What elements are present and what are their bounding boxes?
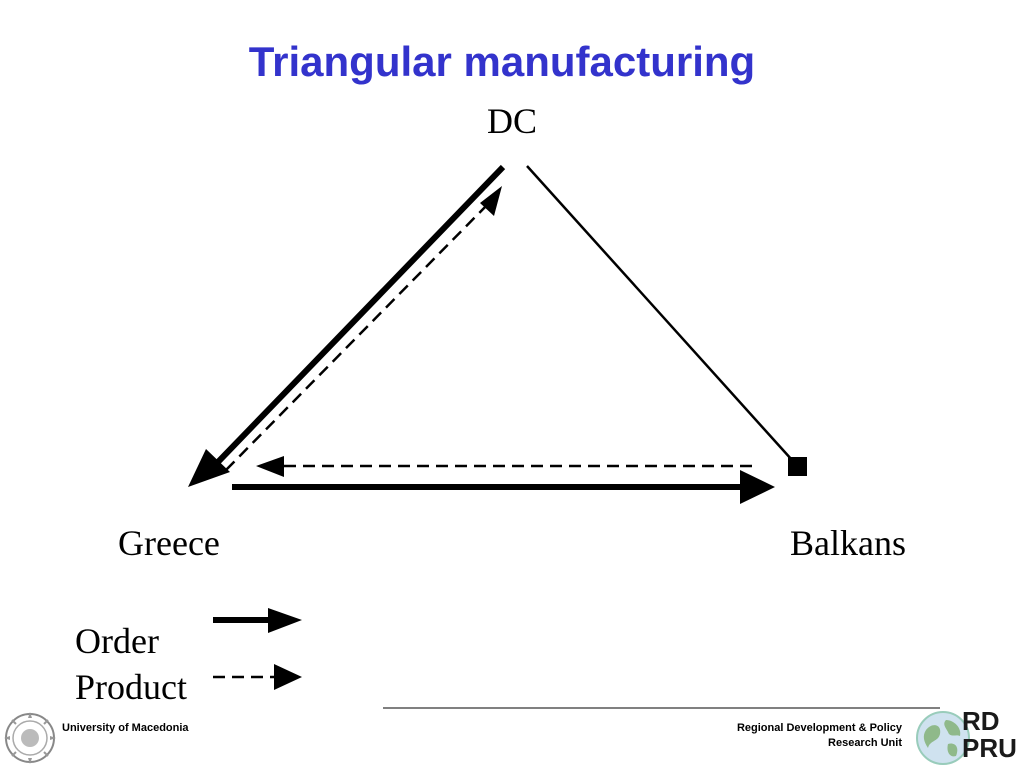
node-greece-label: Greece bbox=[118, 523, 220, 563]
rdpru-logo-line2: PRU bbox=[962, 733, 1017, 763]
legend-product-label: Product bbox=[75, 667, 187, 707]
footer-unit-line2: Research Unit bbox=[828, 737, 902, 749]
footer-university-name: University of Macedonia bbox=[62, 722, 189, 734]
legend-product-arrow bbox=[213, 664, 302, 690]
node-balkans-label: Balkans bbox=[790, 523, 906, 563]
legend-order-label: Order bbox=[75, 621, 159, 661]
globe-logo bbox=[912, 706, 974, 773]
university-seal-logo bbox=[2, 708, 58, 771]
balkans-endpoint-square bbox=[788, 457, 807, 476]
rdpru-logo-text: RD PRU bbox=[962, 708, 1017, 762]
node-dc-label: DC bbox=[487, 101, 538, 141]
footer-unit-name: Regional Development & Policy Research U… bbox=[737, 721, 902, 751]
flow-greece-to-balkans-order bbox=[232, 470, 775, 504]
flow-dc-to-greece-order bbox=[188, 164, 506, 487]
rdpru-logo-line1: RD bbox=[962, 706, 1000, 736]
edge-dc-balkans bbox=[526, 165, 807, 476]
slide-title: Triangular manufacturing bbox=[248, 38, 756, 85]
flow-greece-to-dc-product bbox=[225, 186, 502, 471]
footer-unit-line1: Regional Development & Policy bbox=[736, 722, 902, 734]
legend-order-arrow bbox=[213, 608, 302, 633]
flow-balkans-to-greece-product bbox=[256, 456, 752, 477]
